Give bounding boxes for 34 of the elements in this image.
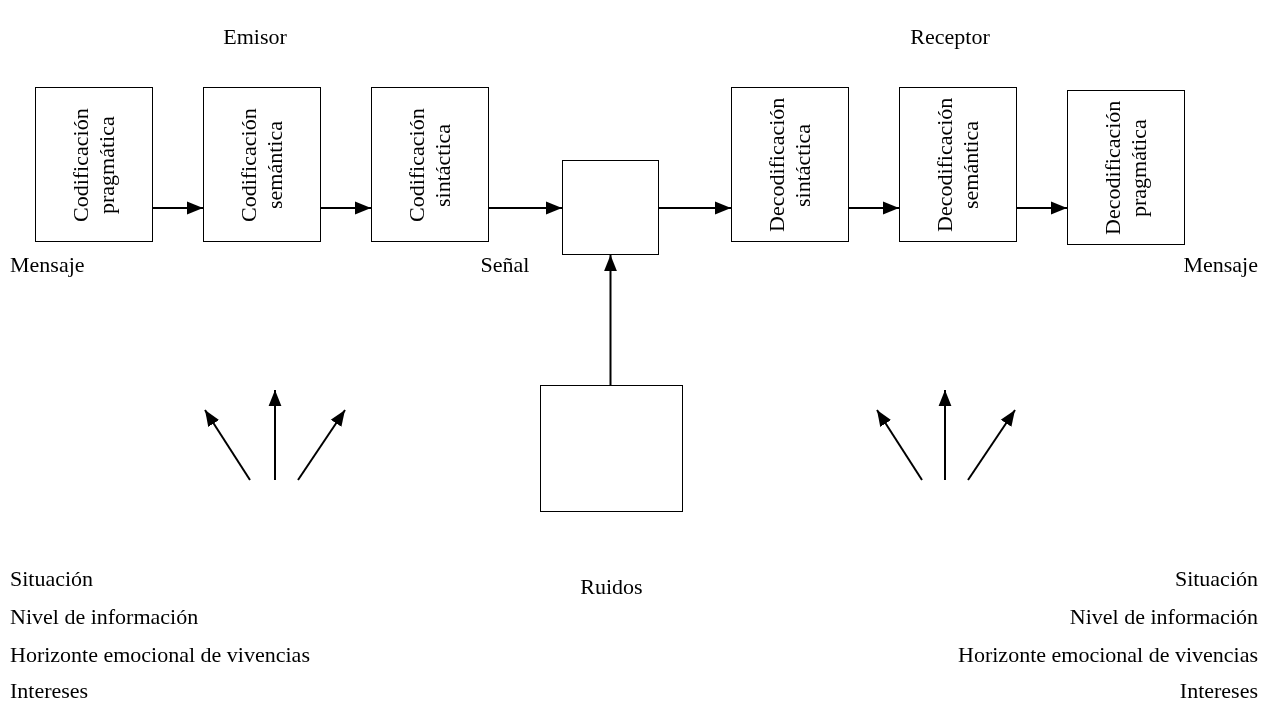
process-box	[35, 87, 153, 242]
text-label: Nivel de información	[10, 604, 199, 630]
box-label: Codificación pragmática	[68, 106, 120, 224]
text-label: Horizonte emocional de vivencias	[958, 642, 1258, 668]
text-label: Horizonte emocional de vivencias	[10, 642, 310, 668]
arrow	[848, 201, 900, 215]
process-box	[731, 87, 849, 242]
arrow	[658, 201, 732, 215]
text-label: Mensaje	[10, 252, 85, 278]
text-label: Intereses	[10, 678, 89, 704]
text-label: Nivel de información	[1069, 604, 1258, 630]
arrow	[1016, 201, 1068, 215]
box-label: Decodificación sintáctica	[764, 96, 816, 234]
text-label: Situación	[1174, 566, 1258, 592]
process-box	[1067, 90, 1185, 245]
arrow	[152, 201, 204, 215]
text-label: Emisor	[223, 24, 287, 50]
arrow	[604, 254, 617, 386]
text-label: Intereses	[1179, 678, 1258, 704]
process-box	[899, 87, 1017, 242]
text-label: Señal	[480, 252, 530, 278]
text-label: Receptor	[910, 24, 990, 50]
process-box	[203, 87, 321, 242]
box-label: Decodificación pragmática	[1100, 99, 1152, 237]
text-label: Situación	[10, 566, 94, 592]
text-label: Mensaje	[1183, 252, 1258, 278]
arrow	[320, 201, 372, 215]
box-label: Decodificación semántica	[932, 96, 984, 234]
channel-box	[562, 160, 659, 255]
node-label: Ruidos	[579, 574, 644, 600]
process-box	[371, 87, 489, 242]
box-label: Codificación semántica	[236, 106, 288, 224]
box-label: Codificación sintáctica	[404, 106, 456, 224]
arrow	[488, 201, 563, 215]
